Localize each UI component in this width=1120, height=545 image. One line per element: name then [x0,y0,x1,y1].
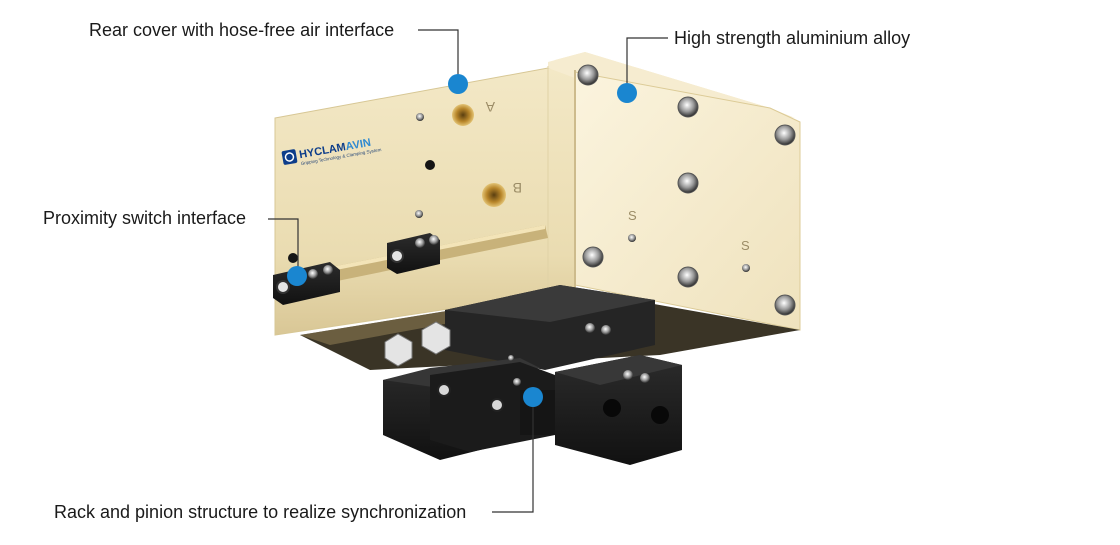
callout-alloy: High strength aluminium alloy [674,28,911,48]
port-s2-mark: S [741,238,750,253]
leader-proximity [268,218,299,275]
leader-alloy [626,37,668,92]
port-b-hole [482,183,506,207]
port-a-mark: A [485,99,495,115]
port-b-mark: B [513,180,522,196]
callout-rack: Rack and pinion structure to realize syn… [54,502,467,522]
marker-proximity [287,266,307,286]
leader-rear-cover [418,29,459,85]
callout-rear-cover: Rear cover with hose-free air interface [89,20,395,40]
leader-rack [492,398,534,513]
port-a-hole [452,104,474,126]
marker-rear-cover [448,74,468,94]
logo-brand-accent: AVIN [345,137,372,153]
marker-rack [523,387,543,407]
callout-proximity: Proximity switch interface [43,208,247,228]
marker-alloy [617,83,637,103]
port-s1-mark: S [628,208,637,223]
proximity-block-right [387,233,440,274]
